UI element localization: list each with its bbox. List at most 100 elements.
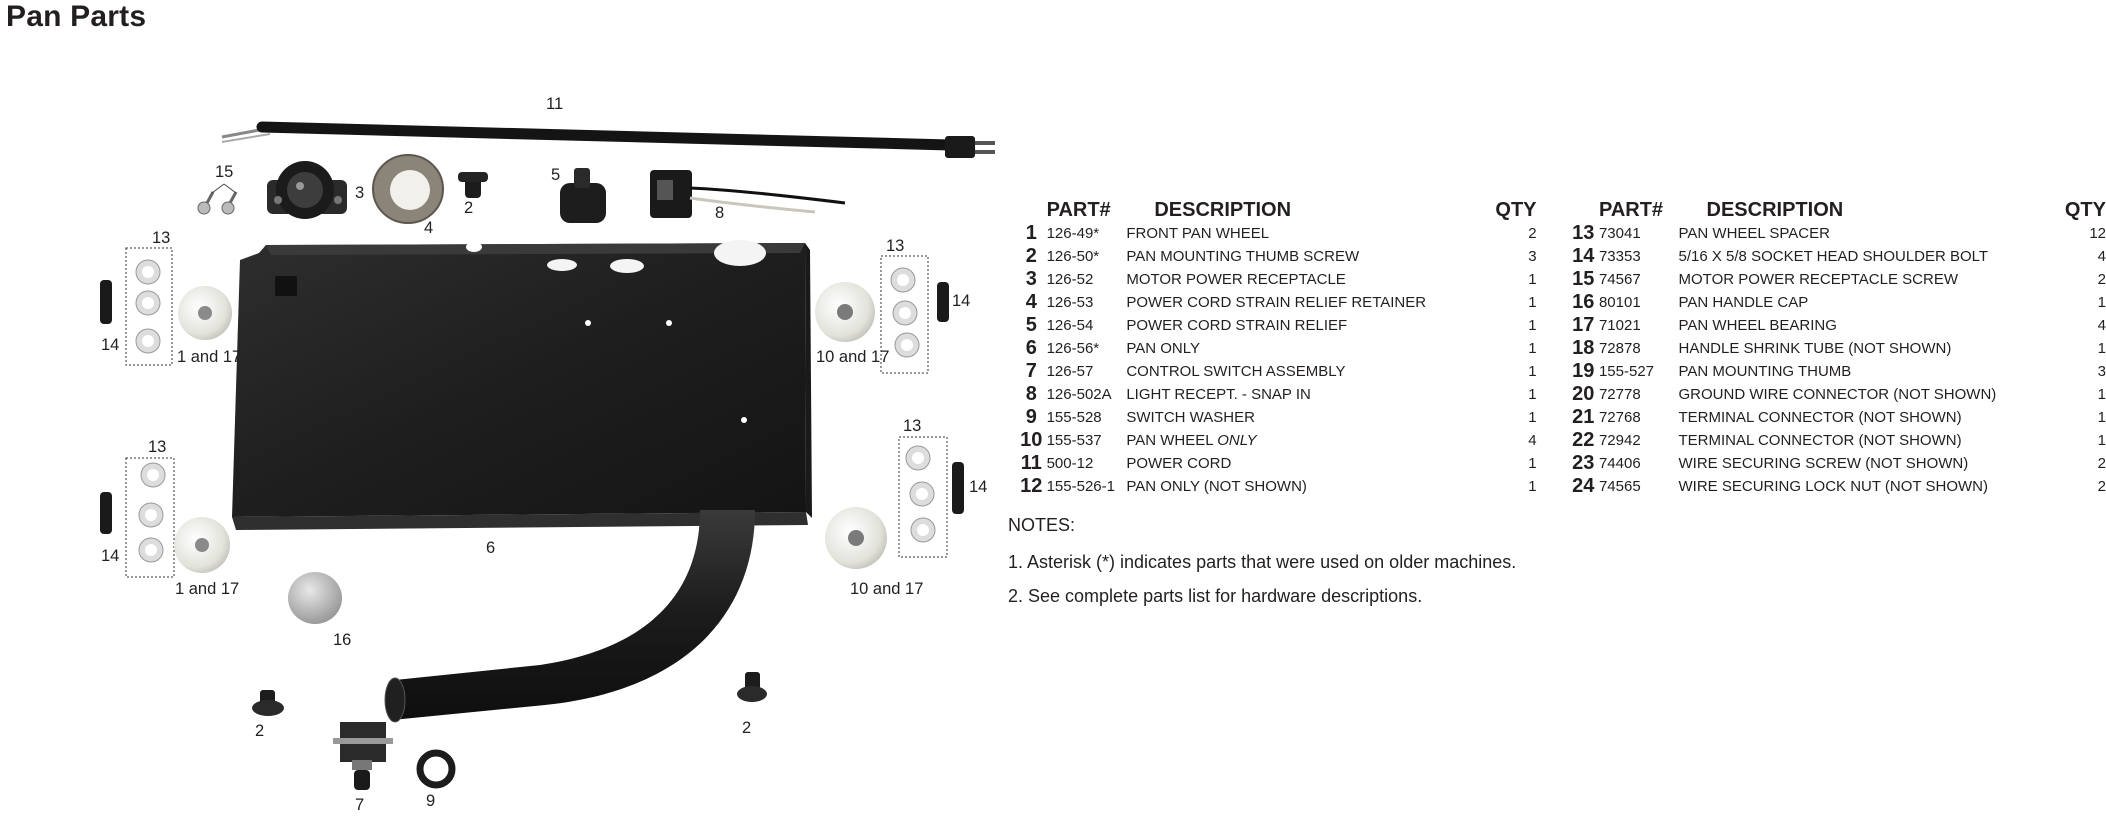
part-number: 72778 — [1599, 383, 1679, 406]
part-qty-text: 1 — [1528, 455, 1537, 472]
part-description-text: GROUND WIRE CONNECTOR (NOT SHOWN) — [1678, 386, 1997, 403]
item-number: 12 — [1016, 475, 1047, 498]
part-description-emphasis: ONLY — [1217, 432, 1257, 449]
item-number: 7 — [1016, 360, 1047, 383]
item-number: 13 — [1568, 222, 1599, 245]
callout-spacers-ur: 13 — [886, 237, 904, 255]
part-number: 73353 — [1599, 245, 1679, 268]
item-number-text: 20 — [1572, 383, 1595, 405]
item-number-text: 5 — [1025, 314, 1037, 336]
part-qty: 1 — [1495, 314, 1536, 337]
part-description: CONTROL SWITCH ASSEMBLY — [1126, 360, 1495, 383]
callout-light-recept: 8 — [715, 204, 724, 222]
header-qty: QTY — [1495, 199, 1537, 221]
item-number: 24 — [1568, 475, 1599, 498]
part-qty-text: 1 — [2097, 294, 2106, 311]
item-number: 1 — [1016, 222, 1047, 245]
part-qty-text: 1 — [2097, 340, 2106, 357]
part-description-text: CONTROL SWITCH ASSEMBLY — [1126, 363, 1346, 380]
part-number-text: 72778 — [1598, 386, 1641, 403]
part-number-text: 72878 — [1598, 340, 1641, 357]
part-number-text: 73041 — [1598, 225, 1641, 242]
item-number-text: 8 — [1025, 383, 1037, 405]
part-number: 74565 — [1599, 475, 1679, 498]
part-qty-text: 2 — [1528, 225, 1537, 242]
part-description: PAN ONLY — [1126, 337, 1495, 360]
item-number-text: 7 — [1025, 360, 1037, 382]
wheel-assembly-upper-left — [100, 247, 232, 366]
part-number-text: 155-537 — [1046, 432, 1102, 449]
part-qty: 1 — [1495, 475, 1536, 498]
header-description: DESCRIPTION — [1154, 199, 1292, 221]
part-qty-text: 2 — [2097, 271, 2106, 288]
item-number-text: 19 — [1572, 360, 1595, 382]
part-number: 74567 — [1599, 268, 1679, 291]
part-number-text: 500-12 — [1046, 455, 1094, 472]
part-description: PAN MOUNTING THUMB — [1679, 360, 2065, 383]
part-qty-text: 1 — [1528, 478, 1537, 495]
item-number: 8 — [1016, 383, 1047, 406]
part-number-text: 72942 — [1598, 432, 1641, 449]
part-number-text: 126-53 — [1046, 294, 1094, 311]
part-description-text: HANDLE SHRINK TUBE (NOT SHOWN) — [1678, 340, 1952, 357]
part-qty-text: 1 — [1528, 409, 1537, 426]
part-number-text: 74567 — [1598, 271, 1641, 288]
item-number: 2 — [1016, 245, 1047, 268]
part-description-text: LIGHT RECEPT. - SNAP IN — [1126, 386, 1311, 403]
part-number: 155-526-1 — [1047, 475, 1127, 498]
callout-wheel-lr: 10 and 17 — [850, 580, 923, 598]
part-description: MOTOR POWER RECEPTACLE — [1126, 268, 1495, 291]
part-number: 74406 — [1599, 452, 1679, 475]
callout-thumb-ll: 2 — [255, 722, 264, 740]
part-description-text: POWER CORD — [1126, 455, 1232, 472]
switch-washer-9 — [416, 749, 456, 789]
part-description: WIRE SECURING LOCK NUT (NOT SHOWN) — [1679, 475, 2065, 498]
item-number-text: 21 — [1572, 406, 1595, 428]
part-number: 126-54 — [1047, 314, 1127, 337]
receptacle-screws-15 — [197, 183, 238, 215]
table-header-row: PART# DESCRIPTION QTY PART# DESCRIPTION … — [1016, 192, 2106, 222]
part-qty: 1 — [1495, 268, 1536, 291]
strain-relief-retainer-4 — [372, 154, 444, 224]
part-description-text: POWER CORD STRAIN RELIEF — [1126, 317, 1348, 334]
part-qty: 1 — [1495, 406, 1536, 429]
part-description-text: WIRE SECURING LOCK NUT (NOT SHOWN) — [1678, 478, 1988, 495]
item-number-text: 23 — [1572, 452, 1595, 474]
callout-switch: 7 — [355, 796, 364, 814]
part-description-text: 5/16 X 5/8 SOCKET HEAD SHOULDER BOLT — [1678, 248, 1989, 265]
item-number: 21 — [1568, 406, 1599, 429]
wheel-assembly-upper-right — [815, 255, 949, 374]
part-qty-text: 12 — [2089, 225, 2106, 242]
wheel-assembly-lower-left — [100, 457, 230, 578]
part-qty-text: 2 — [2097, 478, 2106, 495]
item-number-text: 16 — [1572, 291, 1595, 313]
part-description: PAN WHEEL ONLY — [1126, 429, 1495, 452]
part-number-text: 126-56* — [1046, 340, 1100, 357]
callout-wheel-ur: 10 and 17 — [816, 348, 889, 366]
header-description-2: DESCRIPTION — [1706, 199, 1844, 221]
item-number: 23 — [1568, 452, 1599, 475]
item-number: 6 — [1016, 337, 1047, 360]
item-number-text: 11 — [1020, 452, 1042, 474]
item-number: 17 — [1568, 314, 1599, 337]
callout-bolt-ul: 14 — [101, 336, 119, 354]
item-number-text: 17 — [1572, 314, 1595, 336]
item-number-text: 13 — [1572, 222, 1595, 244]
part-description-text: FRONT PAN WHEEL — [1126, 225, 1270, 242]
part-qty: 2 — [1495, 222, 1536, 245]
part-description: PAN WHEEL BEARING — [1679, 314, 2065, 337]
part-number-text: 155-527 — [1598, 363, 1655, 380]
part-qty-text: 1 — [1528, 340, 1537, 357]
part-number-text: 155-528 — [1046, 409, 1102, 426]
part-qty-text: 1 — [1528, 317, 1537, 334]
part-number-text: 126-502A — [1046, 386, 1112, 403]
part-description-text: PAN WHEEL BEARING — [1678, 317, 1837, 334]
part-number: 126-52 — [1047, 268, 1127, 291]
part-description-text: SWITCH WASHER — [1126, 409, 1255, 426]
part-description: 5/16 X 5/8 SOCKET HEAD SHOULDER BOLT — [1679, 245, 2065, 268]
part-description: MOTOR POWER RECEPTACLE SCREW — [1679, 268, 2065, 291]
